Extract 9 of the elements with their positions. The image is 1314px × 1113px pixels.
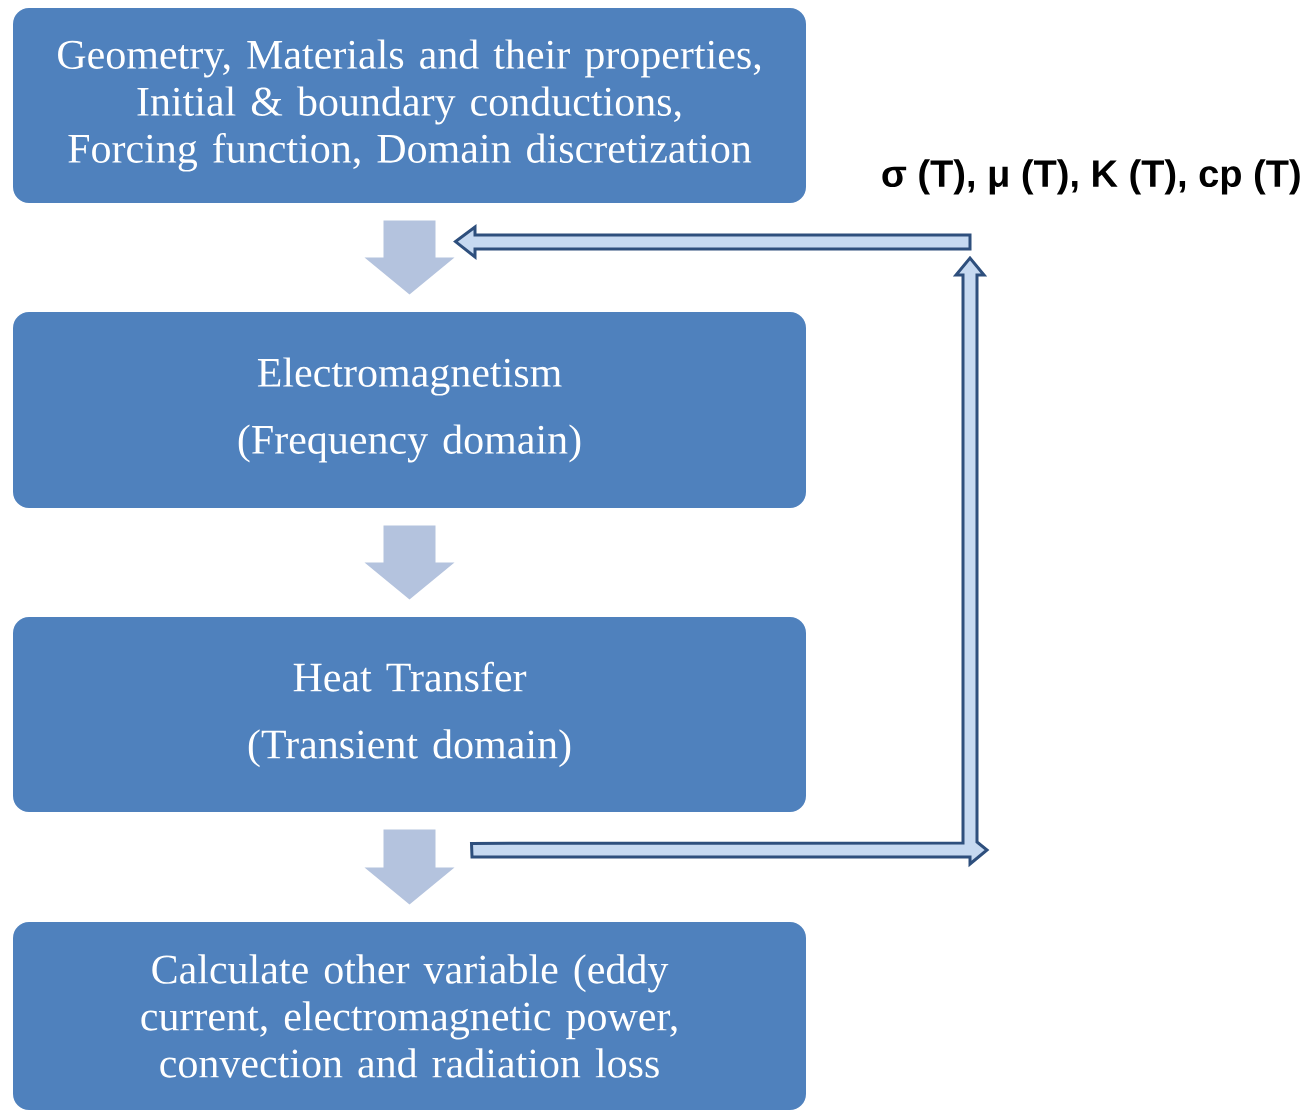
process-box: Electromagnetism (Frequency domain): [13, 312, 806, 508]
process-box: Geometry, Materials and their properties, Initial & boundary conductions, Forcing function, Domain discretization: [13, 8, 806, 203]
variable-label: σ (T), μ (T), K (T), cp (T): [882, 159, 1300, 195]
block-arrow: [364, 525, 455, 600]
block-arrow: [364, 829, 455, 905]
feedback-arrow: [453, 224, 972, 261]
process-box: Calculate other variable (eddy current, electromagnetic power, convection and radiation loss: [13, 922, 806, 1110]
block-arrow: [364, 220, 455, 295]
process-box: Heat Transfer (Transient domain): [13, 617, 806, 812]
